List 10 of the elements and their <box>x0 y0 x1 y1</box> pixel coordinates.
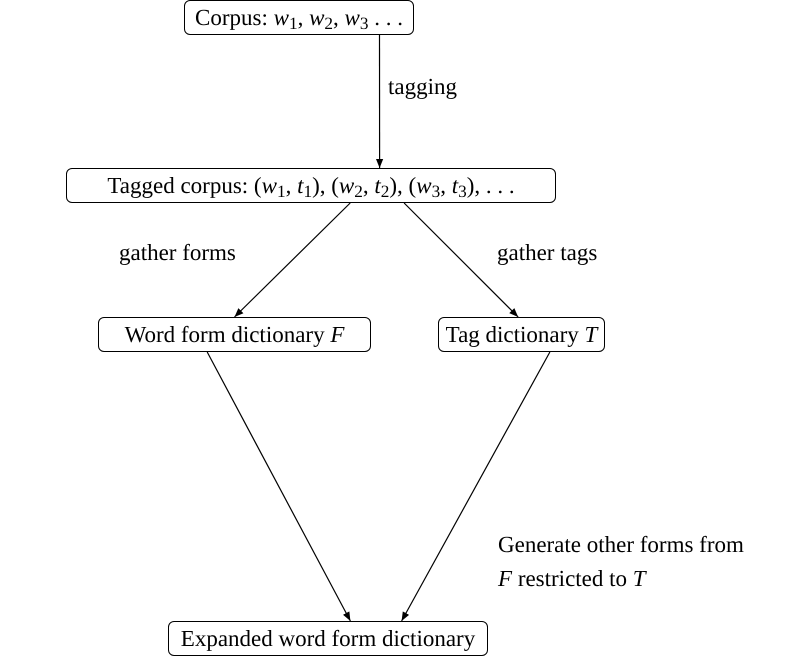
arrow <box>206 352 351 622</box>
process-box: Word form dictionary F <box>98 317 371 352</box>
arrow <box>376 35 384 168</box>
arrow <box>404 202 519 318</box>
process-box: Corpus: w$_{1}$, w$_{2}$, w$_{3}$ . . . <box>184 0 414 35</box>
process-box: Tag dictionary T <box>438 317 605 352</box>
arrow <box>234 202 351 318</box>
process-box: Tagged corpus: (w$_{1}$, t$_{1}$), (w$_{2}$, t$_{2}$), (w$_{3}$, t$_{3}$), . . . <box>66 168 556 203</box>
process-box: Expanded word form dictionary <box>168 621 488 656</box>
arrow <box>401 352 550 622</box>
